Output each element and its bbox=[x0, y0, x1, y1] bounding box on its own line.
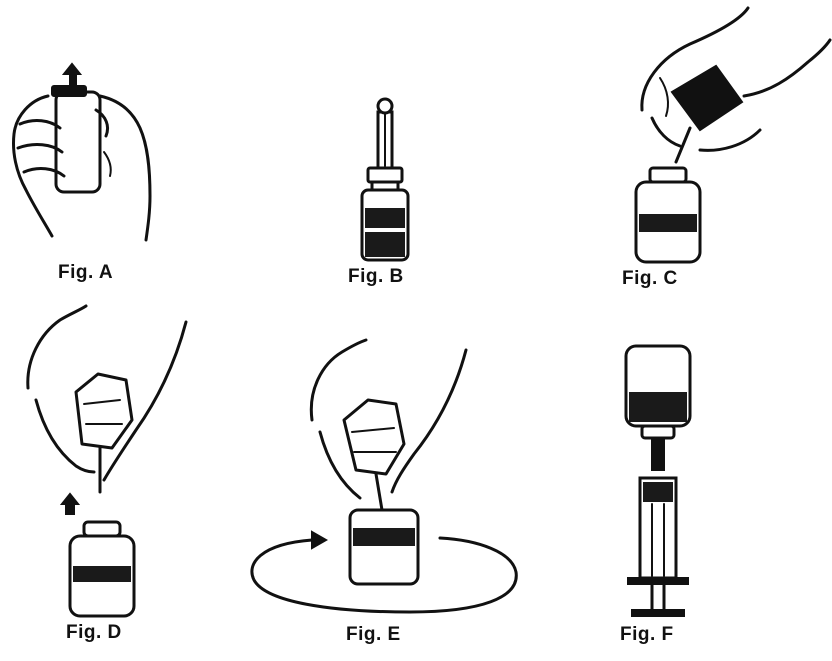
liquid-band-e bbox=[353, 528, 415, 546]
fig-a-illustration bbox=[14, 64, 151, 240]
cap-d bbox=[84, 522, 120, 536]
vial-a bbox=[56, 92, 100, 192]
plunger-end-f bbox=[632, 610, 684, 616]
fig-b-label: Fig. B bbox=[348, 266, 404, 288]
connector-f bbox=[652, 440, 664, 470]
fig-f-illustration bbox=[626, 346, 690, 616]
liquid-band-d bbox=[73, 566, 131, 582]
up-arrow-icon bbox=[62, 494, 78, 514]
hand-back-a bbox=[100, 96, 150, 240]
finger-a-1 bbox=[20, 121, 60, 128]
hand-outline-a bbox=[14, 96, 53, 236]
hand-back-e bbox=[392, 350, 466, 492]
finger-c-1 bbox=[652, 118, 680, 146]
cap-b bbox=[368, 168, 402, 182]
transfer-detail-d bbox=[84, 400, 122, 424]
liquid-band-c bbox=[639, 214, 697, 232]
fig-c-illustration bbox=[636, 8, 830, 262]
fig-f-label: Fig. F bbox=[620, 624, 674, 646]
vial-e bbox=[350, 510, 418, 584]
fig-e-label: Fig. E bbox=[346, 624, 401, 646]
cap-c bbox=[650, 168, 686, 182]
syringe-flange-f bbox=[628, 578, 688, 584]
liquid-f bbox=[629, 392, 687, 422]
fig-a-label: Fig. A bbox=[58, 262, 113, 284]
fig-b-illustration bbox=[362, 99, 408, 260]
cap-f bbox=[642, 426, 674, 438]
transfer-detail-e bbox=[352, 428, 396, 452]
finger-c-2 bbox=[700, 130, 760, 150]
thumb-c bbox=[660, 78, 668, 116]
liquid-b bbox=[365, 232, 405, 257]
up-arrow-icon bbox=[64, 64, 80, 84]
fig-e-illustration bbox=[252, 340, 516, 612]
knuckle-a bbox=[104, 152, 111, 176]
fig-c-label: Fig. C bbox=[622, 268, 678, 290]
transfer-set-e bbox=[344, 400, 404, 474]
liquid-band-b bbox=[365, 208, 405, 228]
fig-d-illustration bbox=[28, 306, 186, 616]
transfer-set-c bbox=[672, 66, 742, 130]
spike-e bbox=[376, 474, 382, 510]
hand-back-c bbox=[744, 40, 830, 96]
fig-d-label: Fig. D bbox=[66, 622, 122, 644]
transfer-set-d bbox=[76, 374, 132, 448]
swirl-arrow-icon bbox=[312, 532, 326, 548]
finger-d-1 bbox=[36, 400, 94, 472]
vial-cap-a bbox=[52, 86, 86, 96]
stem-knob-b bbox=[378, 99, 392, 113]
syringe-fluid-f bbox=[643, 482, 673, 502]
hand-top-d bbox=[28, 306, 86, 388]
